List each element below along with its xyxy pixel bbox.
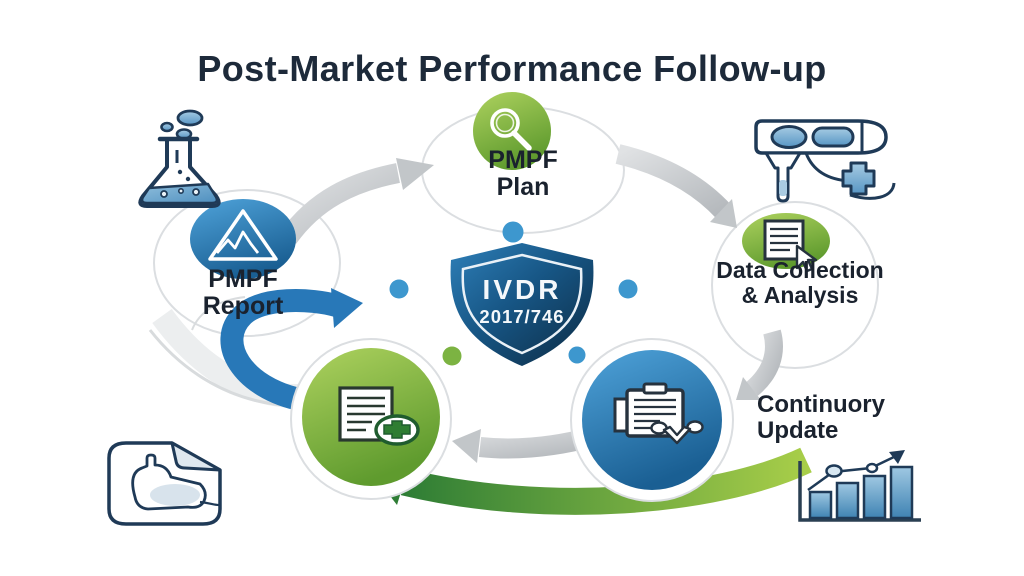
- bar-chart-trend-icon: [798, 450, 921, 522]
- label-pmpf-plan-line1: PMPF: [488, 146, 558, 174]
- document-plus-icon: [338, 386, 420, 446]
- shield-icon: [450, 243, 594, 366]
- label-continuous-update: Continuory Update: [757, 392, 947, 444]
- continuous-update-node: [570, 338, 734, 502]
- dot-left: [389, 279, 409, 299]
- page-title: Post-Market Performance Follow-up: [197, 48, 827, 89]
- label-data-collection-line1: Data Collection: [716, 257, 884, 283]
- label-pmpf-plan-line2: Plan: [496, 173, 550, 201]
- shield-title: IVDR: [482, 274, 562, 305]
- document-outline-icon: [107, 441, 222, 526]
- label-pmpf-report-line1: PMPF: [208, 265, 278, 293]
- arrow-blue-report: [220, 288, 363, 412]
- arrow-plan-to-data: [615, 144, 737, 228]
- dot-right: [618, 279, 638, 299]
- dot-top: [502, 221, 524, 243]
- shield-regulation: 2017/746: [479, 306, 565, 327]
- ivd-test-device-icon: [754, 119, 896, 203]
- dot-bottom-left: [442, 346, 462, 366]
- plan-node-icon: [473, 92, 551, 170]
- dot-bottom-right: [568, 346, 586, 364]
- label-pmpf-report-line2: Report: [202, 292, 284, 320]
- arrow-data-to-update: [736, 329, 783, 400]
- label-pmpf-plan: PMPF Plan: [443, 147, 603, 201]
- document-add-node: [290, 338, 452, 500]
- label-data-collection-line2: & Analysis: [741, 281, 859, 308]
- data-collection-node-icon: [742, 213, 830, 273]
- label-continuous-update-line1: Continuory: [757, 391, 885, 418]
- swoosh-thin-line: [191, 296, 246, 331]
- magnifier-icon: [490, 108, 532, 151]
- arrow-report-to-plan: [279, 158, 434, 244]
- mountain-chart-icon: [208, 209, 278, 261]
- document-cursor-icon: [763, 219, 818, 273]
- label-continuous-update-line2: Update: [757, 416, 839, 444]
- report-node-icon: [190, 199, 296, 279]
- label-pmpf-report: PMPF Report: [163, 266, 323, 320]
- flask-icon: [138, 109, 221, 208]
- clipboard-download-icon: [613, 382, 704, 445]
- label-data-collection: Data Collection & Analysis: [690, 258, 910, 308]
